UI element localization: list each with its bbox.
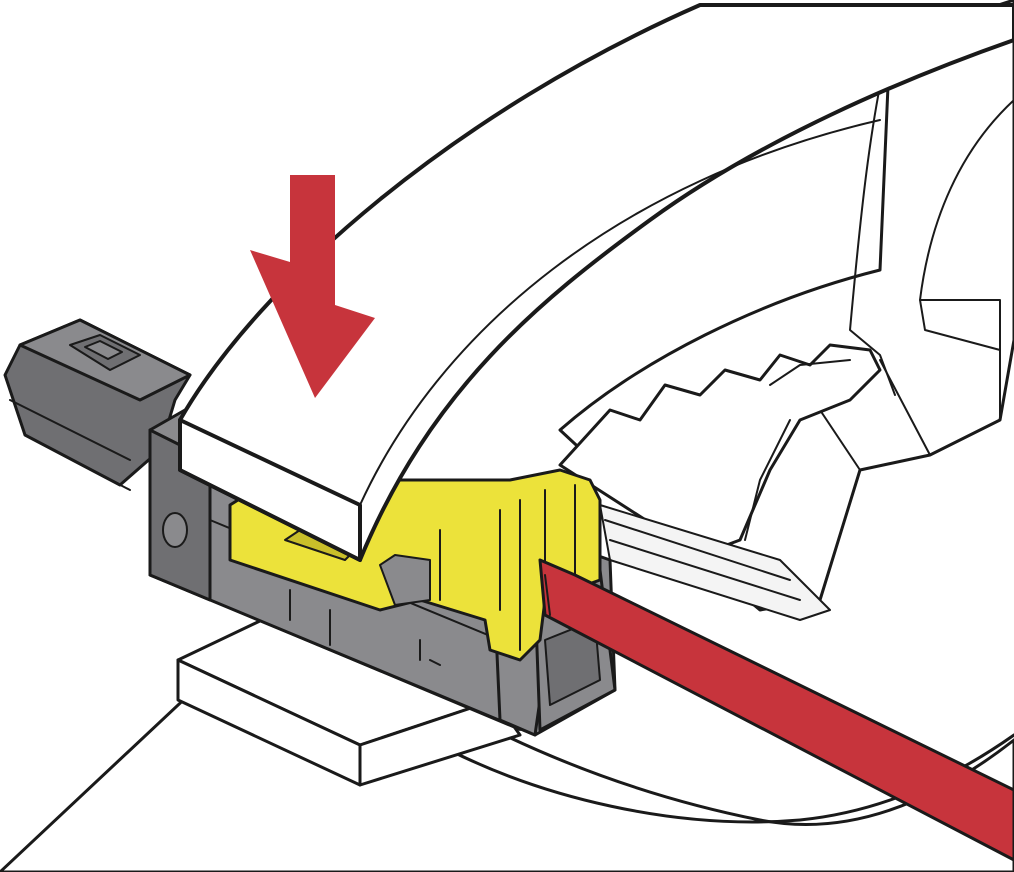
down-arrow-icon (250, 175, 375, 398)
connector-insert-ridges (439, 484, 576, 651)
pressing-head-front (178, 418, 362, 562)
upper-jaw-edge-2 (919, 99, 1014, 421)
support-block-side (358, 698, 522, 787)
jaw-teeth (558, 343, 882, 557)
guide-strip-line-1 (604, 519, 801, 601)
pressing-head-inner-curve (359, 119, 881, 506)
red-wire-highlight (544, 574, 551, 616)
jaw-teeth-inner (744, 359, 851, 541)
pressing-head-top (178, 3, 1014, 562)
upper-jaw-edge-3 (919, 299, 1001, 351)
connector-body-hole (162, 512, 188, 548)
connector-plug-latch-inner (84, 340, 123, 360)
connector-plug-detail (9, 399, 131, 491)
red-wire (538, 558, 1014, 862)
connector-insert-slot (379, 554, 431, 606)
